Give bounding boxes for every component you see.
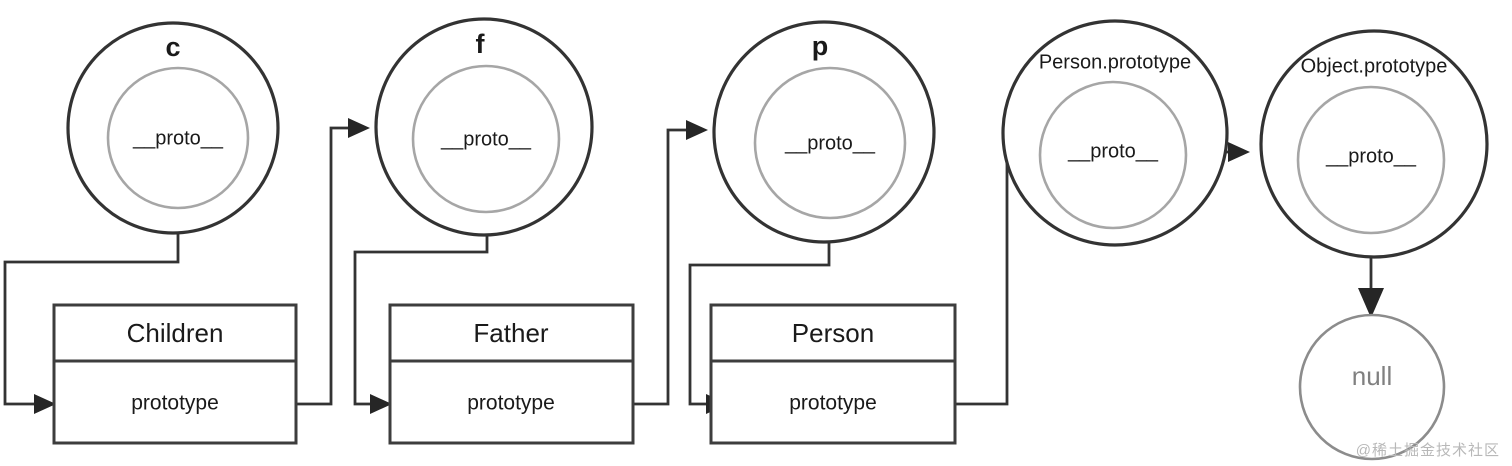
father-box	[388, 303, 635, 445]
object-person-prototype[interactable]: Person.prototype __proto__	[1001, 19, 1229, 247]
children-box	[52, 303, 298, 445]
f-inner-circle	[411, 64, 561, 214]
person-box	[709, 303, 957, 445]
null-circle	[1298, 313, 1446, 461]
person-title: Person	[792, 318, 874, 348]
children-prototype-field: prototype	[131, 392, 219, 415]
object-object-prototype[interactable]: Object.prototype __proto__	[1259, 29, 1489, 259]
object-prototype-proto-label: __proto__	[1325, 145, 1417, 167]
object-prototype-label: Object.prototype	[1301, 55, 1448, 77]
person-prototype-inner-circle	[1038, 80, 1188, 230]
constructor-box-father[interactable]: Father prototype	[388, 303, 635, 445]
object-prototype-inner-circle	[1296, 85, 1446, 235]
null-label: null	[1352, 361, 1392, 391]
person-prototype-field: prototype	[789, 392, 877, 415]
p-inner-circle	[753, 66, 907, 220]
p-proto-label: __proto__	[784, 132, 876, 154]
edge-father-prototype-to-p	[633, 120, 708, 406]
watermark: @稀土掘金技术社区	[1355, 442, 1500, 459]
person-prototype-label: Person.prototype	[1039, 51, 1191, 73]
edge-children-prototype-to-f	[296, 118, 370, 406]
constructor-box-children[interactable]: Children prototype	[52, 303, 298, 445]
constructor-box-person[interactable]: Person prototype	[709, 303, 957, 445]
father-prototype-field: prototype	[467, 392, 555, 415]
object-c[interactable]: c __proto__	[66, 21, 280, 235]
c-inner-circle	[106, 66, 250, 210]
c-label: c	[165, 32, 180, 62]
c-proto-label: __proto__	[132, 127, 224, 149]
f-proto-label: __proto__	[440, 128, 532, 150]
person-prototype-proto-label: __proto__	[1067, 140, 1159, 162]
object-p[interactable]: p __proto__	[712, 20, 936, 244]
f-label: f	[476, 29, 486, 59]
p-label: p	[812, 31, 829, 61]
father-title: Father	[473, 318, 548, 348]
terminal-null[interactable]: null	[1298, 313, 1446, 461]
object-f[interactable]: f __proto__	[374, 17, 594, 237]
children-title: Children	[127, 318, 224, 348]
